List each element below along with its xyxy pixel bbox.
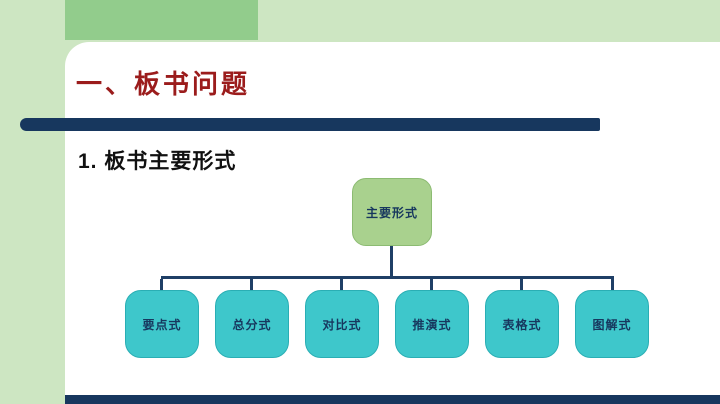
connector-horizontal bbox=[161, 276, 614, 279]
top-accent-bar bbox=[65, 0, 258, 40]
connector-root-vertical bbox=[390, 246, 393, 277]
connector-stub bbox=[160, 279, 163, 291]
child-node-label: 对比式 bbox=[322, 317, 362, 332]
root-node: 主要形式 bbox=[352, 178, 432, 246]
page-title: 一、板书问题 bbox=[76, 69, 251, 99]
child-node-label: 总分式 bbox=[232, 317, 272, 332]
connector-stub bbox=[520, 279, 523, 291]
bottom-bar bbox=[65, 395, 720, 404]
child-node-label: 表格式 bbox=[502, 317, 542, 332]
child-node-label: 推演式 bbox=[412, 317, 452, 332]
child-node: 要点式 bbox=[125, 290, 199, 358]
child-node: 图解式 bbox=[575, 290, 649, 358]
title-underline-bar bbox=[20, 118, 600, 131]
connector-stub bbox=[250, 279, 253, 291]
child-node-label: 要点式 bbox=[142, 317, 182, 332]
connector-stub bbox=[340, 279, 343, 291]
connector-stub bbox=[611, 279, 614, 291]
child-node: 对比式 bbox=[305, 290, 379, 358]
child-node: 总分式 bbox=[215, 290, 289, 358]
child-node: 表格式 bbox=[485, 290, 559, 358]
child-node: 推演式 bbox=[395, 290, 469, 358]
section-heading: 1. 板书主要形式 bbox=[78, 150, 237, 173]
child-node-label: 图解式 bbox=[592, 317, 632, 332]
connector-stub bbox=[430, 279, 433, 291]
root-node-label: 主要形式 bbox=[365, 205, 418, 220]
